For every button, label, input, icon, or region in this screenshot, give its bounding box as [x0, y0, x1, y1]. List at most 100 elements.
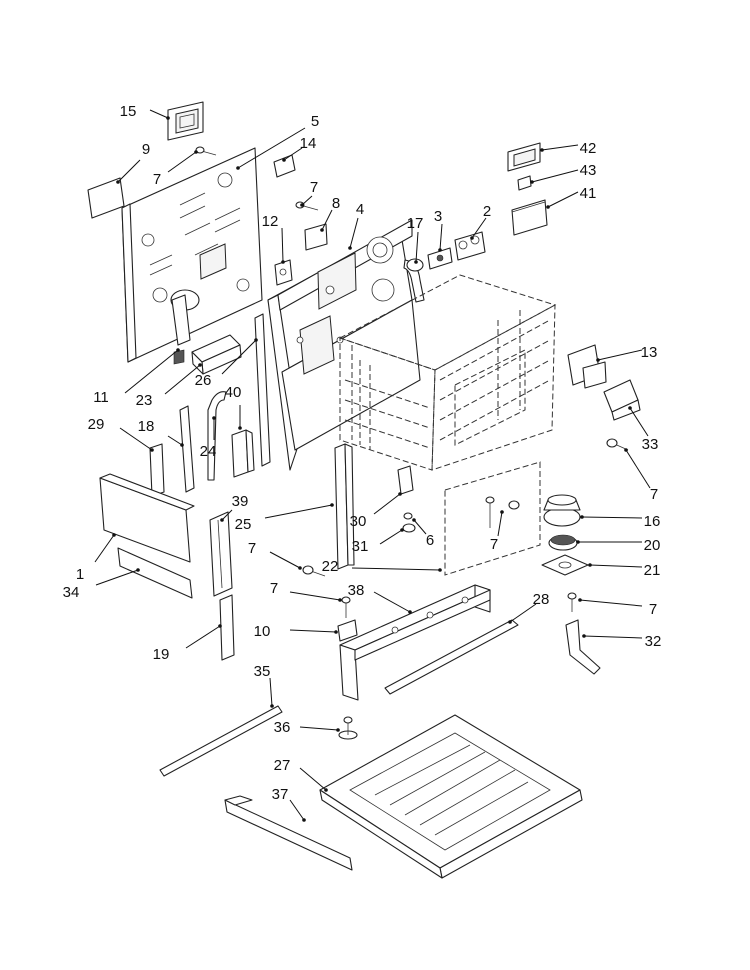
part-14-switch — [273, 154, 296, 178]
part-7-screw-left — [302, 565, 326, 577]
callout-number: 25 — [235, 516, 252, 533]
leader-arrowhead — [348, 246, 352, 250]
leader-arrowhead — [150, 448, 154, 452]
leader-arrowhead — [400, 528, 404, 532]
callout-number: 1 — [76, 566, 84, 583]
leader-arrowhead — [336, 728, 340, 732]
leader-line — [264, 504, 333, 519]
callout-12: 12 — [262, 213, 285, 264]
leader-line — [299, 726, 339, 731]
callout-39: 39 — [220, 493, 248, 522]
callout-35: 35 — [254, 663, 274, 708]
callout-number: 8 — [332, 195, 340, 212]
callout-number: 15 — [120, 103, 137, 120]
leader-line — [269, 551, 301, 569]
callout-10: 10 — [254, 623, 338, 640]
callout-23: 23 — [136, 363, 202, 409]
leader-line — [164, 364, 201, 395]
leader-arrowhead — [398, 492, 402, 496]
part-26-strip — [254, 313, 271, 467]
callout-19: 19 — [153, 624, 222, 663]
leader-line — [349, 217, 359, 249]
leader-line — [269, 677, 273, 707]
leader-arrowhead — [236, 166, 240, 170]
callout-number: 7 — [248, 540, 256, 557]
part-18-rail — [179, 405, 195, 493]
leader-arrowhead — [508, 620, 512, 624]
callout-27: 27 — [274, 757, 328, 792]
callout-24: 24 — [200, 416, 217, 460]
leader-arrowhead — [330, 503, 334, 507]
part-29-bracket — [149, 443, 165, 497]
callout-37: 37 — [272, 786, 306, 822]
part-25-post — [334, 443, 355, 570]
callout-number: 36 — [274, 719, 291, 736]
part-36-leveling-foot — [338, 716, 358, 740]
callout-number: 43 — [580, 162, 597, 179]
leader-arrowhead — [298, 566, 302, 570]
callout-number: 40 — [225, 384, 242, 401]
part-23-box — [191, 334, 242, 375]
callout-number: 34 — [63, 584, 80, 601]
callout-40: 40 — [225, 384, 242, 430]
callout-30: 30 — [350, 492, 402, 530]
part-15-bracket — [167, 101, 204, 141]
leader-line — [581, 516, 643, 519]
callout-15: 15 — [120, 103, 170, 120]
callout-2: 2 — [470, 203, 491, 240]
part-21-plate — [541, 554, 589, 576]
leader-arrowhead — [580, 515, 584, 519]
part-5-back-panel — [121, 147, 263, 363]
part-13-bracket — [567, 344, 607, 389]
callout-number: 14 — [300, 135, 317, 152]
leader-line — [149, 109, 169, 119]
callout-number: 23 — [136, 392, 153, 409]
callout-number: 17 — [407, 215, 424, 232]
callout-number: 27 — [274, 757, 291, 774]
part-42-plate — [507, 142, 541, 172]
leader-line — [547, 191, 579, 208]
leader-arrowhead — [324, 788, 328, 792]
callout-14: 14 — [282, 135, 316, 162]
part-7-screw-mid — [295, 201, 319, 211]
leader-line — [509, 603, 537, 623]
leader-line — [351, 567, 441, 571]
leader-arrowhead — [116, 180, 120, 184]
leader-line — [579, 599, 643, 607]
leader-arrowhead — [546, 205, 550, 209]
part-31-nut — [402, 512, 416, 533]
part-27-bottom-pan — [319, 714, 583, 879]
oven-cavity — [338, 274, 557, 576]
leader-arrowhead — [212, 416, 216, 420]
part-24-tube — [207, 391, 227, 481]
leader-arrowhead — [438, 568, 442, 572]
part-28-rail — [384, 619, 519, 695]
callout-number: 4 — [356, 201, 364, 218]
leader-line — [289, 591, 341, 601]
leader-line — [629, 407, 649, 437]
leader-arrowhead — [254, 338, 258, 342]
callout-42: 42 — [540, 140, 596, 157]
leader-line — [185, 625, 221, 649]
callout-number: 11 — [93, 389, 109, 406]
leader-arrowhead — [582, 634, 586, 638]
leader-arrowhead — [578, 598, 582, 602]
callout-number: 7 — [650, 486, 658, 503]
callout-number: 13 — [641, 344, 658, 361]
leader-arrowhead — [338, 598, 342, 602]
leader-arrowhead — [540, 148, 544, 152]
leader-arrowhead — [270, 704, 274, 708]
part-35-rail — [159, 705, 283, 777]
leader-arrowhead — [500, 510, 504, 514]
callout-28: 28 — [508, 591, 549, 624]
part-1-panel — [99, 473, 195, 563]
leader-arrowhead — [281, 260, 285, 264]
callout-number: 29 — [88, 416, 105, 433]
part-32-bracket — [565, 619, 601, 675]
leader-line — [373, 591, 411, 613]
leader-arrowhead — [302, 818, 306, 822]
part-8-bracket — [304, 223, 328, 251]
leader-line — [221, 509, 233, 521]
callout-number: 24 — [200, 443, 217, 460]
leader-arrowhead — [282, 158, 286, 162]
